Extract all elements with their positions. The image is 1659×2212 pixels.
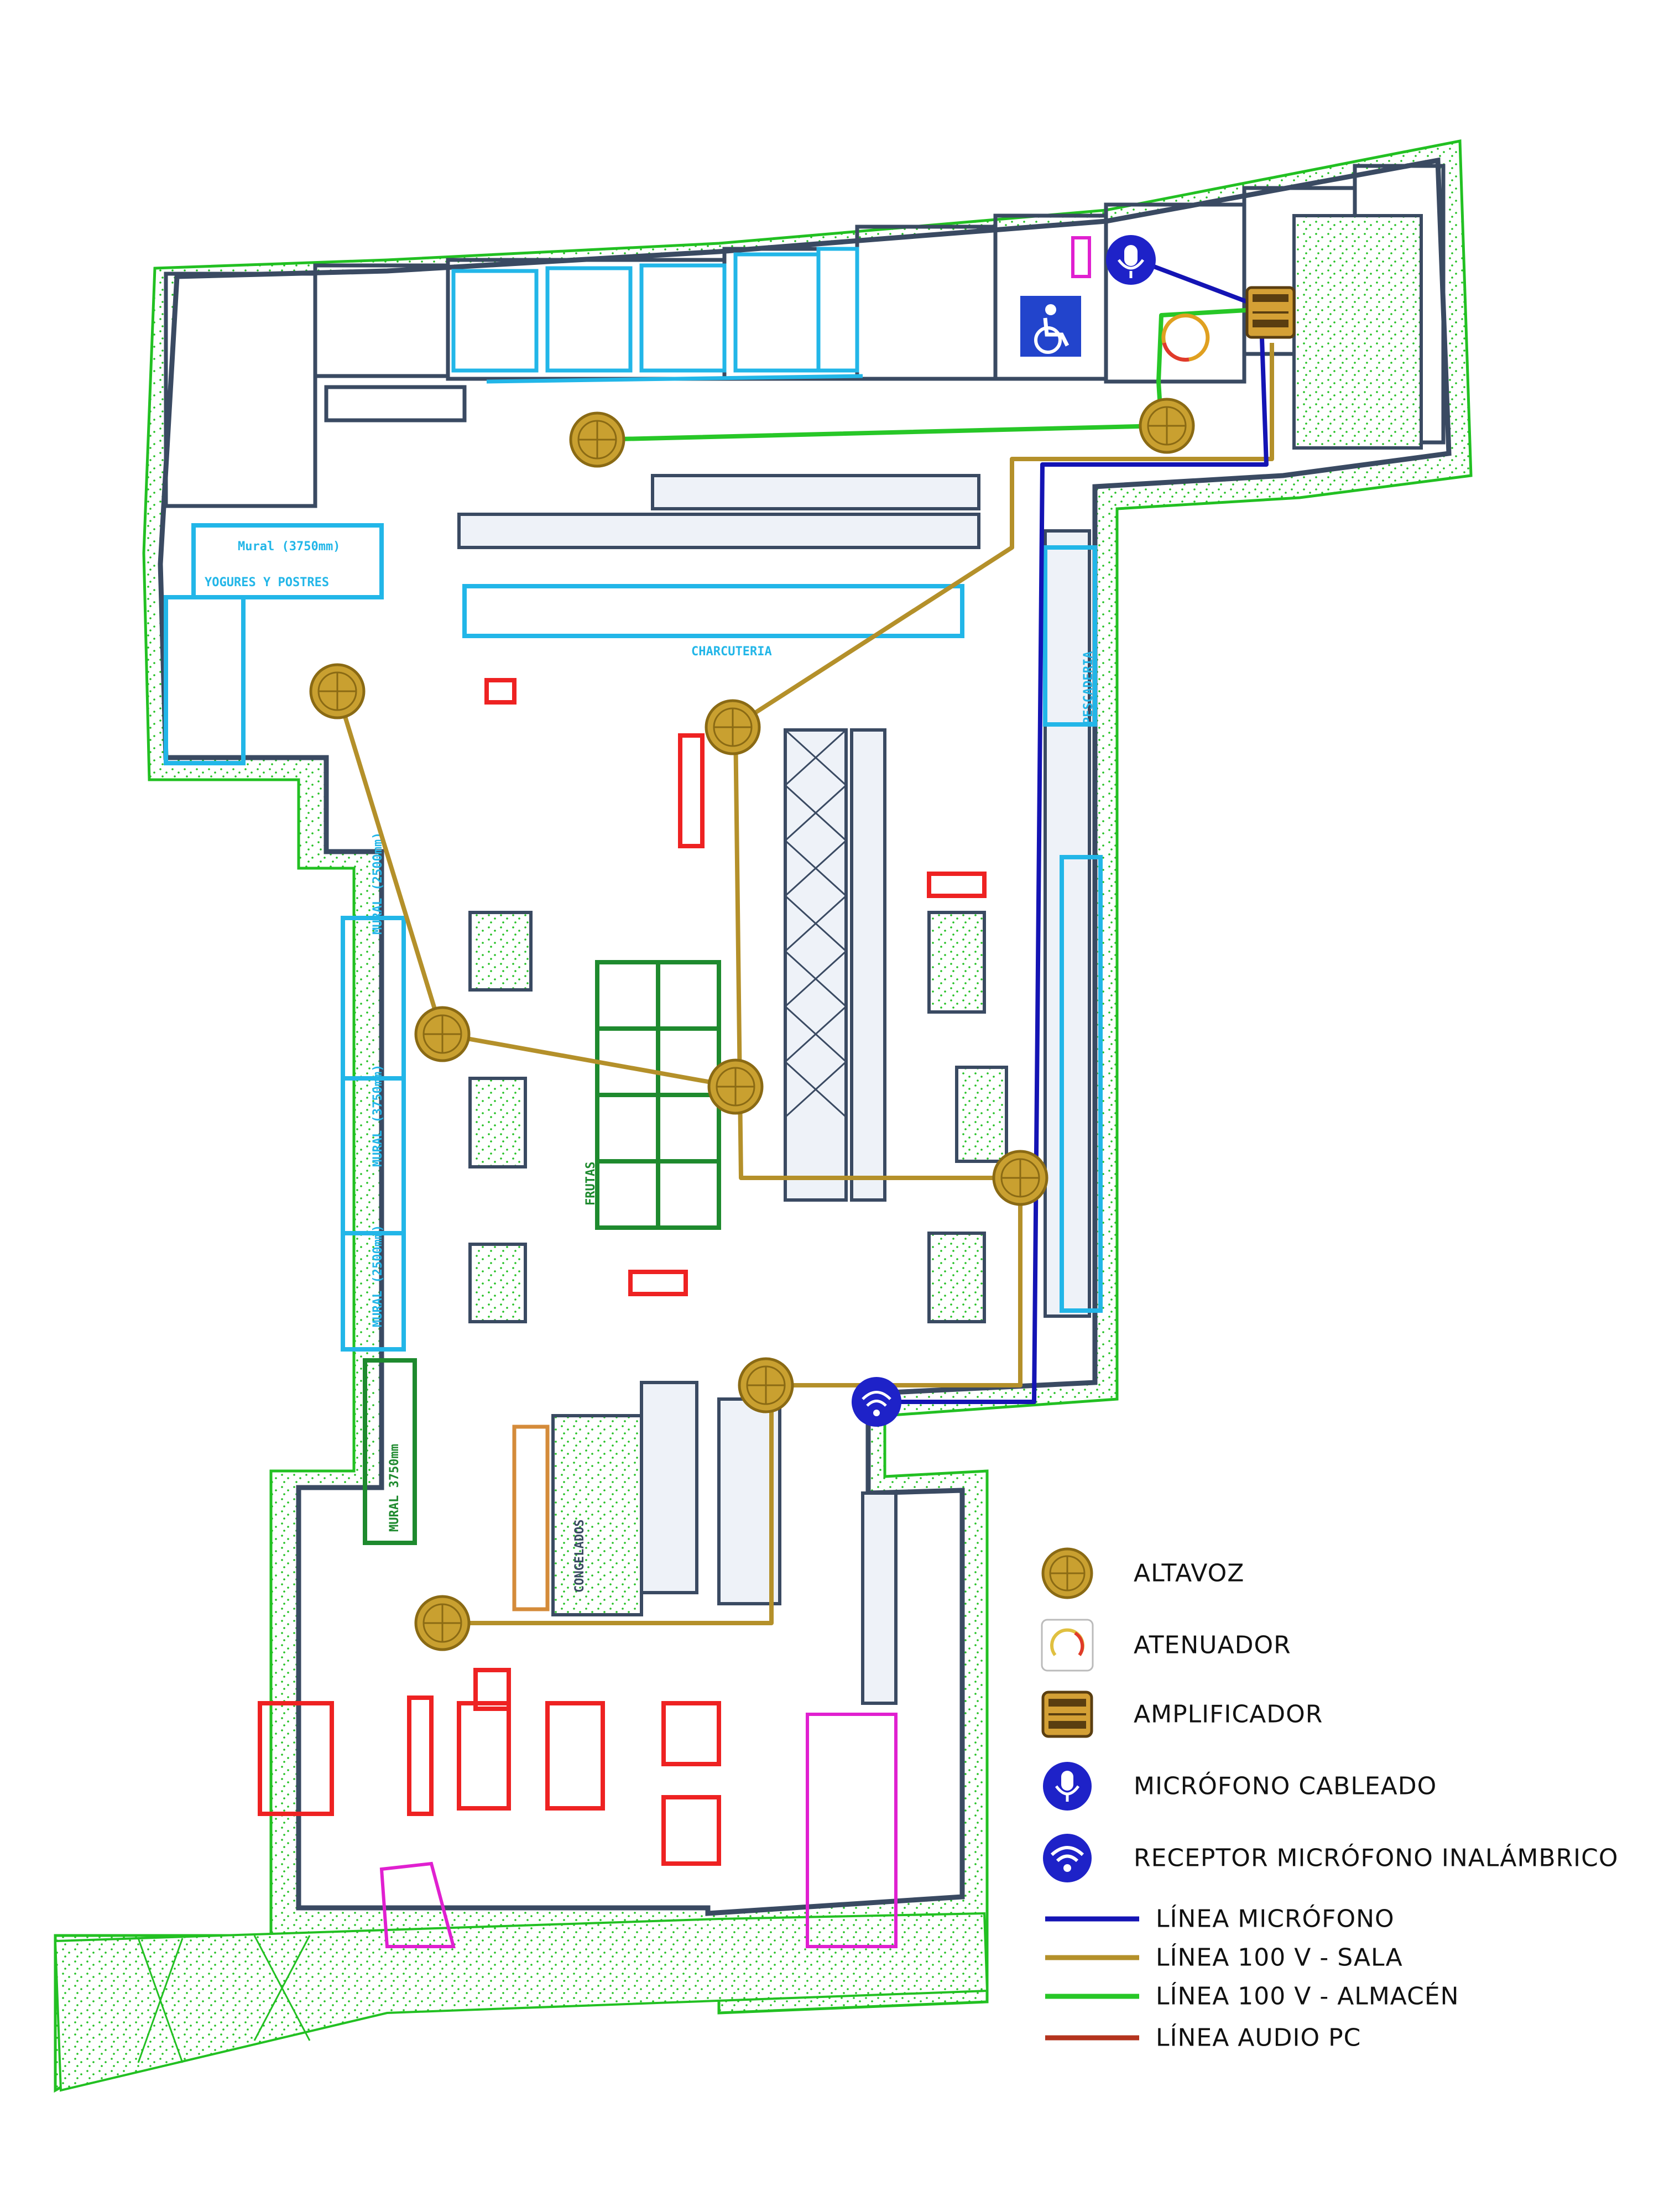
shelving [457,474,1091,1705]
entrance-ramp [54,1912,989,2092]
legend-label: AMPLIFICADOR [1134,1700,1323,1729]
wheelchair-icon [1020,296,1081,357]
plan-label-mural-3: MURAL (3750mm) [371,1065,385,1167]
wireless-receiver-device [852,1377,901,1427]
hatched-islands [468,214,1423,1616]
plan-label-charcuteria: CHARCUTERIA [691,645,772,659]
legend-atenuador: ATENUADOR [1040,1619,1648,1672]
speaker-icon [992,1150,1048,1206]
legend-label: ALTAVOZ [1134,1559,1245,1588]
plan-label-mural-5: MURAL 3750mm [388,1444,401,1532]
microphone-icon [1043,1762,1092,1811]
speaker-icon [1041,1547,1093,1599]
wired-microphone-device [1106,235,1156,285]
legend-linea-microfono: LÍNEA MICRÓFONO [1040,1900,1648,1938]
line-swatch-almacen [1045,1994,1139,1999]
line-swatch-audio-pc [1045,2035,1139,2041]
legend-label: LÍNEA 100 V - ALMACÉN [1156,1982,1459,2011]
plan-label-pescaderia: PESCADERIA [1082,651,1095,724]
legend-label: LÍNEA 100 V - SALA [1156,1943,1403,1972]
line-swatch-sala [1045,1955,1139,1960]
cyan-fixtures [451,247,863,384]
legend-microfono-cableado: MICRÓFONO CABLEADO [1040,1761,1648,1811]
attenuator-icon [1041,1619,1094,1672]
ramp-dividers [137,1935,311,2063]
attenuator-device [1161,313,1210,362]
plan-label-congelados: CONGELADOS [573,1520,587,1593]
speaker-icon [1139,398,1195,454]
legend-label: ATENUADOR [1134,1631,1291,1660]
magenta-fixtures [379,236,1091,1948]
speaker-icon [738,1357,794,1413]
amplifier-icon [1041,1691,1093,1738]
legend-label: LÍNEA MICRÓFONO [1156,1905,1395,1933]
plan-label-mural-2: MURAL (2500mm) [371,832,385,935]
speaker-icon [569,411,625,468]
red-fixtures [258,678,987,1866]
dark-green-fixtures [363,960,721,1545]
legend-linea-sala: LÍNEA 100 V - SALA [1040,1938,1648,1977]
legend-amplificador: AMPLIFICADOR [1040,1689,1648,1739]
cyan-murals [164,523,1103,1352]
legend-linea-almacen: LÍNEA 100 V - ALMACÉN [1040,1977,1648,2016]
legend-label: RECEPTOR MICRÓFONO INALÁMBRICO [1134,1844,1619,1872]
speaker-icon [309,663,366,719]
plan-label-mural-4: MURAL (2500mm) [371,1225,385,1327]
legend-label: LÍNEA AUDIO PC [1156,2023,1361,2052]
wifi-icon [1043,1834,1092,1882]
amplifier-device [1245,286,1296,339]
plan-label-frutas: FRUTAS [584,1162,598,1206]
speaker-icon [414,1595,471,1651]
speaker-icon [705,699,761,755]
orange-shelf [512,1425,550,1611]
legend-altavoz: ALTAVOZ [1040,1547,1648,1599]
line-swatch-microfono [1045,1916,1139,1922]
legend-linea-audio-pc: LÍNEA AUDIO PC [1040,2018,1648,2057]
plan-label-mural-1: Mural (3750mm) [238,540,340,554]
legend-label: MICRÓFONO CABLEADO [1134,1772,1437,1801]
legend-receptor: RECEPTOR MICRÓFONO INALÁMBRICO [1040,1833,1648,1883]
speakers [309,398,1195,1651]
shelving-crosses [784,729,847,1118]
line-100v-almacen [597,307,1256,442]
plan-label-yogures: YOGURES Y POSTRES [205,576,329,589]
line-microfono [877,258,1269,1404]
plan-labels: Mural (3750mm) YOGURES Y POSTRES MURAL (… [205,540,1095,1593]
speaker-icon [414,1006,471,1062]
speaker-icon [707,1058,764,1115]
